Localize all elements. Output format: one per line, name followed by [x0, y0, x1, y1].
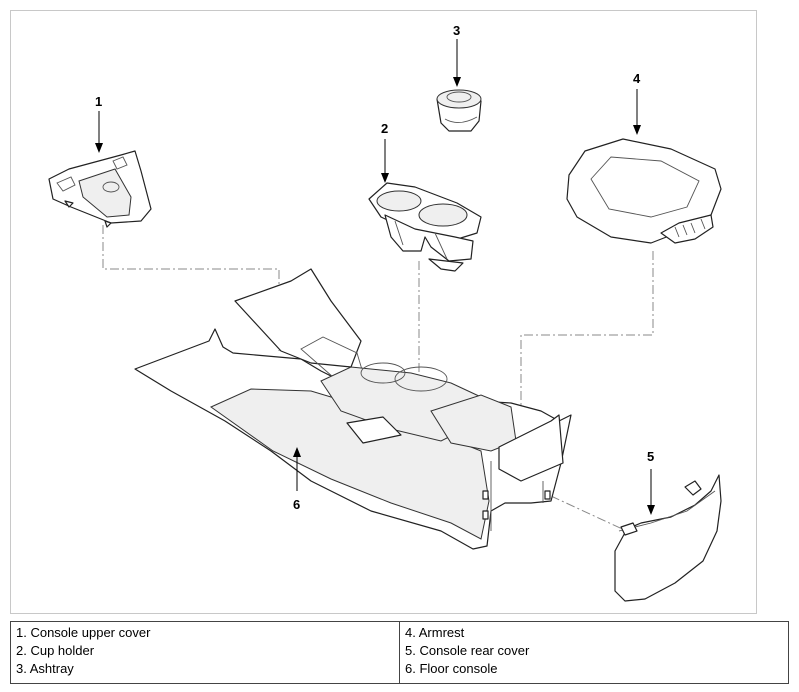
- callout-number-6: 6: [293, 497, 300, 512]
- legend-item: 5. Console rear cover: [405, 643, 530, 658]
- console-rear-cover-part: [614, 474, 722, 602]
- diagram-canvas: 1 2 3 4 5 6: [48, 23, 722, 602]
- legend-item: 6. Floor console: [405, 661, 498, 676]
- callout-number-3: 3: [453, 23, 460, 38]
- legend-item: 3. Ashtray: [16, 661, 74, 676]
- exploded-diagram: 1 2 3 4 5 6: [10, 10, 757, 614]
- ashtray-part: [436, 89, 482, 132]
- callout-number-4: 4: [633, 71, 641, 86]
- callout-number-5: 5: [647, 449, 654, 464]
- legend-row: 1. Console upper cover 2. Cup holder 3. …: [10, 621, 789, 684]
- legend-column-right: 4. Armrest 5. Console rear cover 6. Floo…: [399, 621, 789, 684]
- floor-console-part: [134, 268, 572, 550]
- legend-item: 4. Armrest: [405, 625, 465, 640]
- armrest-part: [566, 138, 722, 244]
- callout-number-1: 1: [95, 94, 102, 109]
- cup-holder-part: [368, 182, 482, 272]
- console-upper-cover-part: [48, 150, 152, 228]
- legend-column-left: 1. Console upper cover 2. Cup holder 3. …: [10, 621, 400, 684]
- callout-number-2: 2: [381, 121, 388, 136]
- callout-arrows: [95, 39, 655, 515]
- legend-item: 2. Cup holder: [16, 643, 95, 658]
- parts-legend-table: 1. Console upper cover 2. Cup holder 3. …: [10, 621, 789, 684]
- legend-item: 1. Console upper cover: [16, 625, 151, 640]
